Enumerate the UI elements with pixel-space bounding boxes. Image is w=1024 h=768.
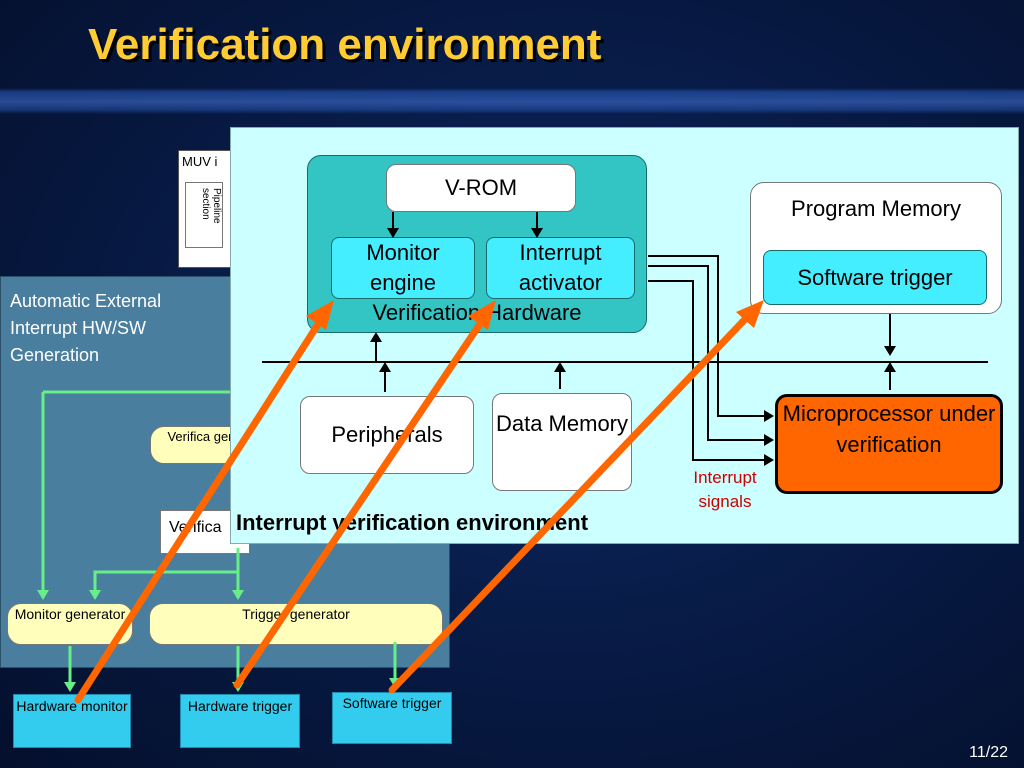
page-number: 11/22 (969, 744, 1008, 761)
trigger-generator: Trigger generator (149, 603, 443, 645)
pipeline-box (185, 182, 223, 248)
arrow-head-3 (736, 300, 764, 328)
environment-title: Interrupt verification environment (236, 510, 589, 535)
arrow-head-2 (468, 300, 496, 330)
monitor-generator: Monitor generator (7, 603, 133, 645)
arrow-swtrig-program-memory (388, 310, 754, 694)
interrupt-signals-label: Interrupt signals (693, 468, 757, 511)
hardware-monitor-doc: Hardware monitor (13, 694, 131, 748)
monitor-engine-box: Monitor engine (331, 237, 475, 299)
hardware-trigger-doc: Hardware trigger (180, 694, 300, 748)
pipeline-label: Pipeline section (200, 188, 222, 224)
muv-label: MUV i (182, 154, 218, 169)
int-line-2 (648, 265, 768, 441)
microprocessor-box: Microprocessor under verification (775, 394, 1003, 494)
software-trigger-doc: Software trigger (332, 692, 452, 744)
arrow-hwmon-monitor-engine (74, 314, 326, 704)
green-line-split (93, 570, 238, 598)
software-trigger-box: Software trigger (763, 250, 987, 305)
arrow-head-1 (306, 300, 334, 330)
arrow-hwtrig-activator (233, 314, 488, 689)
vrom-box: V-ROM (386, 164, 576, 212)
int-line-1 (648, 255, 768, 417)
program-memory-label: Program Memory (791, 196, 961, 221)
automatic-interrupt-label: Automatic External Interrupt HW/SW Gener… (10, 291, 162, 365)
interrupt-activator-box: Interrupt activator (486, 237, 635, 299)
slide-title: Verification environment (88, 20, 602, 69)
